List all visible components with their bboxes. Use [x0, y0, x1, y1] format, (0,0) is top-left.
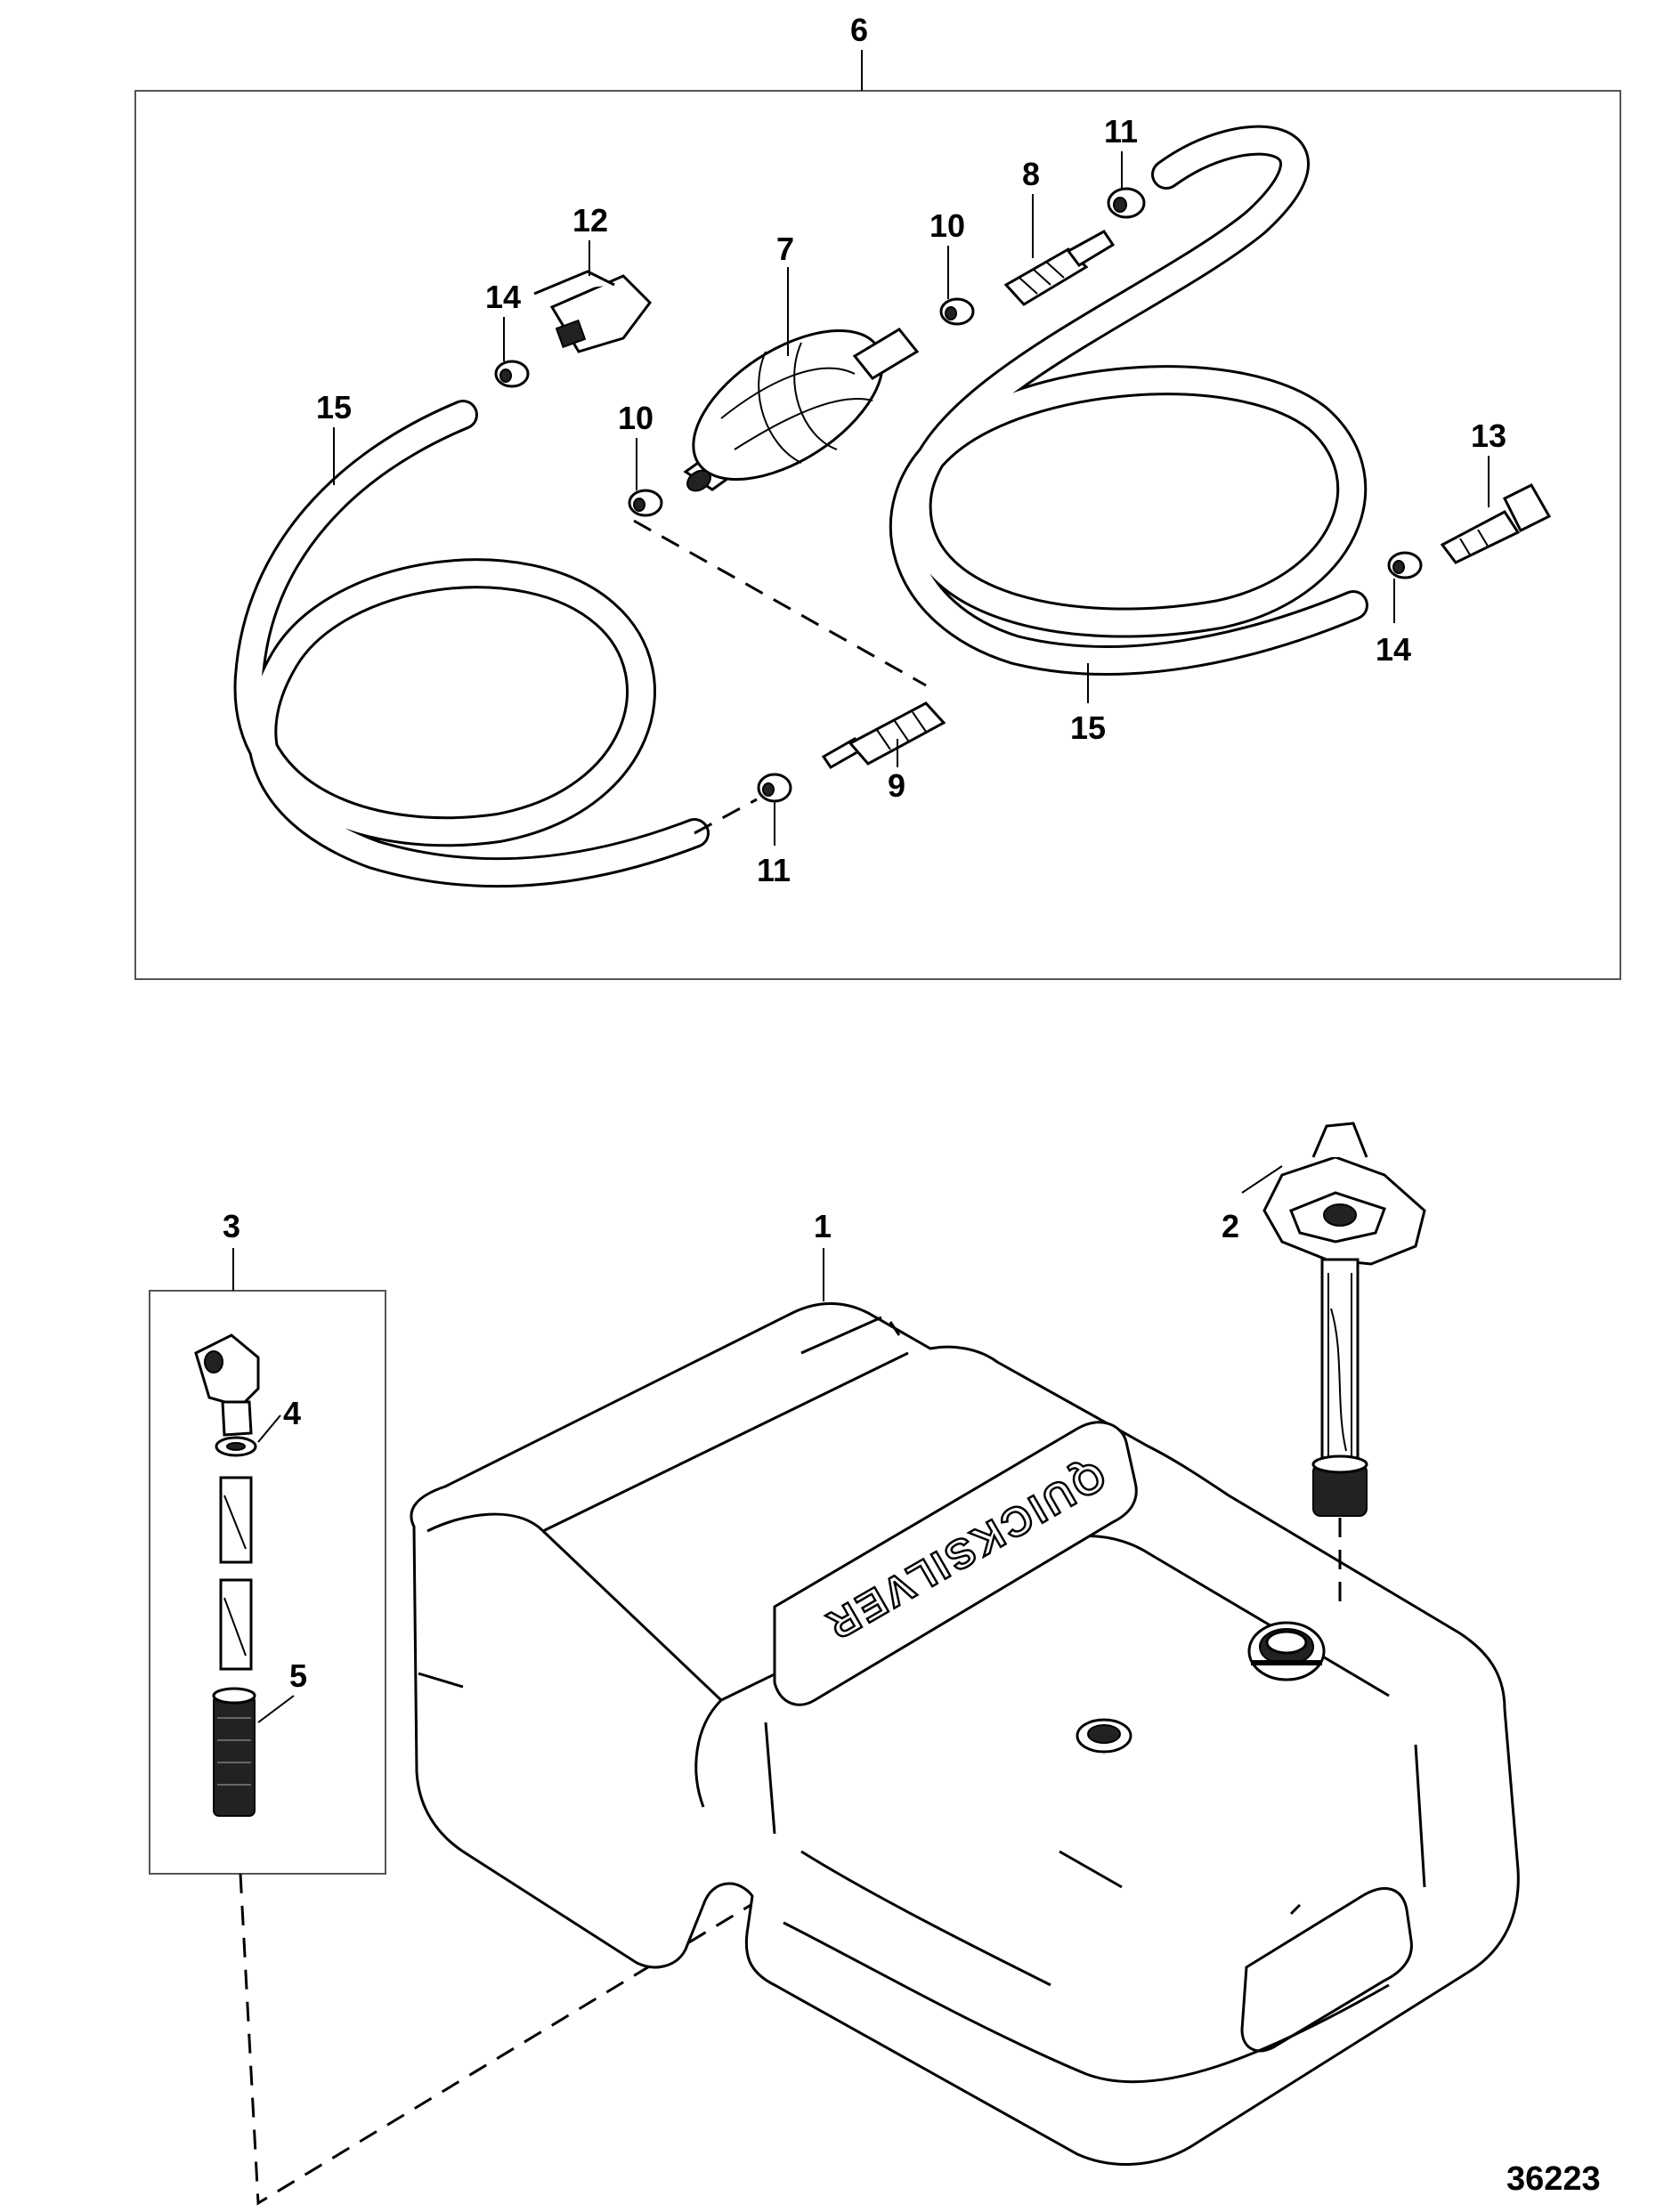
callout-3: 3 [223, 1208, 240, 1244]
hose-clamp-10-upper [939, 297, 975, 326]
fuel-line-connector-engine [1003, 230, 1116, 306]
primer-bulb [683, 328, 920, 492]
hose-fitting-clip [533, 270, 652, 353]
callout-1: 1 [814, 1208, 832, 1244]
fuel-hose-right [889, 125, 1368, 676]
callout-6: 6 [850, 12, 868, 48]
tank-front-handle [1240, 1887, 1413, 2053]
fuel-line-connector-tank [821, 701, 946, 769]
fuel-line-kit-frame [134, 90, 1621, 980]
callout-14-left: 14 [485, 279, 521, 315]
leader-5 [257, 1695, 295, 1723]
fuel-gauge [1262, 1122, 1426, 1517]
pickup-o-ring [215, 1436, 257, 1457]
callout-15-left: 15 [316, 389, 352, 425]
leader-4 [257, 1414, 281, 1443]
callout-4: 4 [283, 1395, 301, 1431]
hose-clamp-11-lower [757, 773, 792, 803]
figure-number: 36223 [1506, 2160, 1601, 2198]
hose-clamp-14-left [494, 360, 530, 388]
callout-8: 8 [1022, 156, 1040, 192]
callout-15-right: 15 [1070, 709, 1106, 746]
hose-clamp-14-right [1387, 551, 1423, 579]
fuel-pickup-group: 3 4 5 [149, 1208, 386, 1875]
callout-11-upper: 11 [1104, 113, 1138, 150]
pickup-filter-screen [212, 1687, 256, 1817]
leader-2 [1241, 1165, 1283, 1194]
assembly-path-hose-to-clamp [694, 798, 758, 835]
fuel-hose-left [233, 400, 710, 888]
callout-11-lower: 11 [757, 852, 791, 888]
callout-14-right: 14 [1376, 631, 1411, 668]
callout-2: 2 [1222, 1208, 1239, 1244]
callout-7: 7 [776, 231, 794, 267]
portable-fuel-tank: QUICKSILVER [410, 1302, 1520, 2166]
pickup-tube [219, 1476, 253, 1671]
callout-9: 9 [888, 767, 905, 804]
callout-10-lower: 10 [618, 400, 653, 436]
tank-pickup-port [1076, 1718, 1132, 1754]
tank-filler-neck [1247, 1621, 1326, 1681]
callout-13: 13 [1471, 417, 1506, 454]
assembly-path-bulb-to-connector [633, 519, 927, 687]
callout-5: 5 [289, 1657, 307, 1694]
pickup-elbow-fitting [194, 1333, 260, 1437]
callout-12: 12 [572, 202, 608, 239]
callout-10-upper: 10 [929, 207, 965, 244]
hose-barb-fitting [1440, 483, 1552, 564]
hose-clamp-10-lower [628, 489, 663, 517]
fuel-line-kit-group: 6 7 8 [134, 12, 1621, 980]
hose-clamp-11-upper [1107, 187, 1146, 219]
fuel-pickup-frame [149, 1290, 386, 1875]
